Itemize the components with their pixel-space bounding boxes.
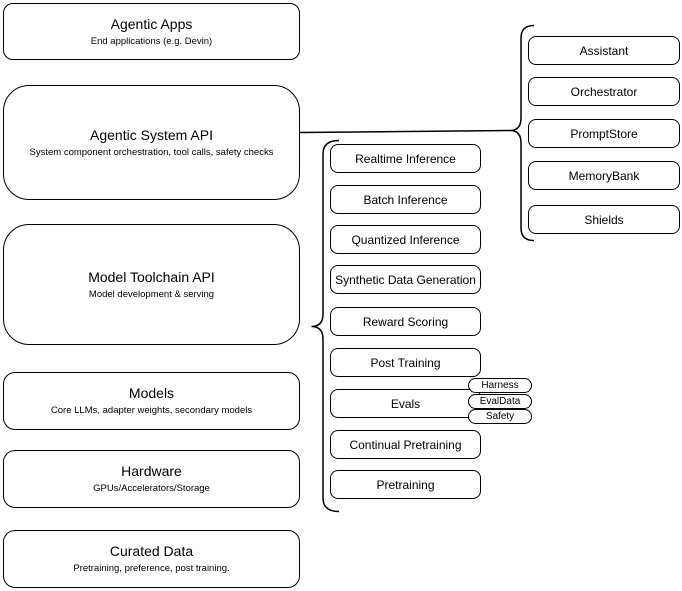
node-evals: Evals [330,389,481,418]
node-title: Agentic System API [90,126,213,143]
node-title: Agentic Apps [110,15,193,32]
node-quantized-inference: Quantized Inference [330,225,481,254]
node-synthetic-data-generation: Synthetic Data Generation [330,265,481,294]
node-title: Model Toolchain API [88,268,215,285]
node-title: Hardware [121,463,182,479]
node-continual-pretraining: Continual Pretraining [330,430,481,459]
node-pretraining: Pretraining [330,470,481,499]
node-post-training: Post Training [330,348,481,377]
node-agentic-apps: Agentic Apps End applications (e.g. Devi… [3,3,300,60]
node-subtitle: Model development & serving [88,288,215,300]
toolchain-bracket [311,139,340,513]
node-model-toolchain-api: Model Toolchain API Model development & … [3,224,300,345]
node-assistant: Assistant [528,36,680,65]
pill-safety: Safety [468,409,532,424]
node-title: Models [128,385,175,401]
node-title: Curated Data [109,543,194,559]
node-subtitle: Core LLMs, adapter weights, secondary mo… [50,405,253,416]
pill-harness: Harness [468,378,532,393]
node-agentic-system-api: Agentic System API System component orch… [3,85,300,200]
pill-evaldata: EvalData [468,394,532,409]
node-promptstore: PromptStore [528,119,680,148]
node-shields: Shields [528,205,680,234]
node-batch-inference: Batch Inference [330,185,481,214]
node-orchestrator: Orchestrator [528,77,680,106]
node-hardware: Hardware GPUs/Accelerators/Storage [3,450,300,508]
node-models: Models Core LLMs, adapter weights, secon… [3,372,300,430]
node-subtitle: System component orchestration, tool cal… [29,146,274,158]
node-subtitle: GPUs/Accelerators/Storage [93,483,210,494]
node-realtime-inference: Realtime Inference [330,144,481,173]
node-subtitle: Pretraining, preference, post training. [73,563,230,574]
system-connector-line [299,129,511,134]
node-reward-scoring: Reward Scoring [330,307,481,336]
node-memorybank: MemoryBank [528,161,680,190]
node-subtitle: End applications (e.g. Devin) [90,35,213,47]
node-curated-data: Curated Data Pretraining, preference, po… [3,530,300,588]
